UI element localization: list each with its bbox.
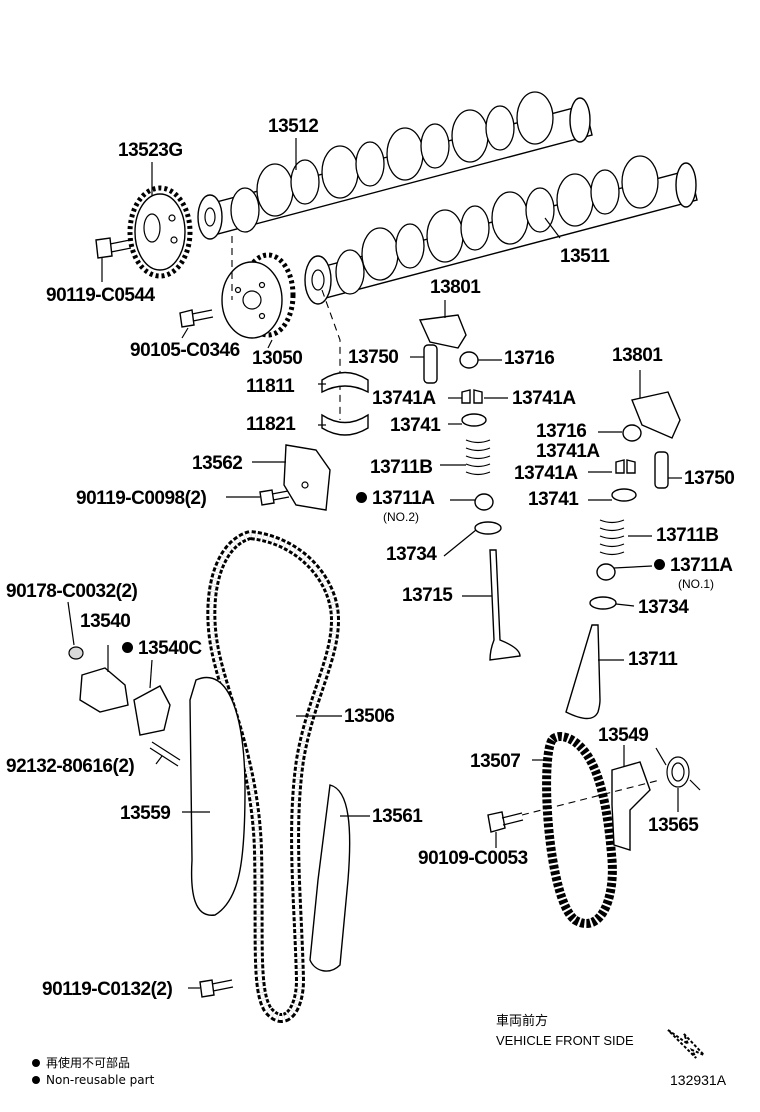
label-90178-C0032[interactable]: 90178-C0032(2) [6,581,138,602]
legend-jp: 再使用不可部品 [32,1057,130,1069]
label-13561[interactable]: 13561 [372,806,423,827]
legend-dot [32,1059,40,1067]
label-13711[interactable]: 13711 [628,649,678,670]
legend-dot [32,1076,40,1084]
label-13741A-4[interactable]: 13741A [514,463,578,484]
non-reusable-dot [356,492,367,503]
valve-13715[interactable] [489,549,521,661]
legend-en: Non-reusable part [32,1074,154,1086]
gasket-13540C[interactable] [133,685,171,736]
seal-13711A-left[interactable] [474,493,494,511]
lash-adjuster-13750-right[interactable] [654,451,669,489]
label-13750-right[interactable]: 13750 [684,468,735,489]
label-13801-left[interactable]: 13801 [430,277,481,298]
retainer-13741-right[interactable] [611,488,637,502]
label-13565[interactable]: 13565 [648,815,699,836]
label-13715[interactable]: 13715 [402,585,453,606]
bolt-90105-C0346[interactable] [179,309,214,328]
bearing-11821[interactable] [321,413,369,436]
label-11821[interactable]: 11821 [246,414,296,435]
label-13711B-right[interactable]: 13711B [656,525,719,546]
label-92132-80616[interactable]: 92132-80616(2) [6,756,135,777]
label-13507[interactable]: 13507 [470,751,521,772]
chain-slipper-13559[interactable] [189,677,246,916]
bolt-90119-C0132[interactable] [199,979,234,998]
chain-tensioner-13549[interactable] [611,761,651,851]
label-90119-C0132[interactable]: 90119-C0132(2) [42,979,173,1000]
front-label-jp: 車両前方 [496,1013,549,1028]
label-13801-right[interactable]: 13801 [612,345,663,366]
label-13716-left[interactable]: 13716 [504,348,555,369]
label-13523G[interactable]: 13523G [118,140,183,161]
washer-13734-left[interactable] [474,521,502,535]
label-13750-left[interactable]: 13750 [348,347,399,368]
non-reusable-dot [122,642,133,653]
spring-13711B-left[interactable] [465,439,491,476]
label-13711B-left[interactable]: 13711B [370,457,433,478]
sprocket-13523G[interactable] [127,185,193,279]
rocker-arm-13801-right[interactable] [631,391,681,439]
stud-92132-80616[interactable] [149,741,181,767]
retainer-13741-left[interactable] [461,413,487,427]
label-13540[interactable]: 13540 [80,611,131,632]
diagram-code: 132931A [670,1072,727,1088]
label-13716-right[interactable]: 13716 [536,421,587,442]
washer-13734-right[interactable] [589,596,617,610]
chain-guide-13562[interactable] [283,444,331,511]
front-arrow-icon [667,1029,705,1059]
label-90119-C0098[interactable]: 90119-C0098(2) [76,488,207,509]
label-13540C[interactable]: 13540C [122,639,202,658]
spring-13711B-right[interactable] [599,519,625,556]
tensioner-13540[interactable] [68,646,129,713]
label-90119-C0544[interactable]: 90119-C0544 [46,285,155,306]
front-label-en: VEHICLE FRONT SIDE [496,1033,634,1048]
pad-13716-left[interactable] [459,351,479,369]
label-13741-right[interactable]: 13741 [528,489,579,510]
label-13559[interactable]: 13559 [120,803,171,824]
label-13511[interactable]: 13511 [560,246,610,267]
camshaft-13511[interactable] [304,155,698,305]
label-13512[interactable]: 13512 [268,116,319,137]
chain-guide-13561[interactable] [309,784,351,972]
label-13711A-left[interactable]: 13711A [356,489,435,508]
label-13734-right[interactable]: 13734 [638,597,689,618]
key-13741A-right[interactable] [615,459,636,474]
bearing-11811[interactable] [321,371,369,394]
lash-adjuster-13750-left[interactable] [423,344,438,384]
bolt-90119-C0544[interactable] [95,237,132,259]
label-13549[interactable]: 13549 [598,725,649,746]
spring-13565[interactable] [655,747,701,791]
leader-lines [67,138,682,989]
seal-13711A-right[interactable] [596,563,616,581]
non-reusable-dot [654,559,665,570]
oil-pump-chain-13507[interactable] [542,732,617,928]
label-13741-left[interactable]: 13741 [390,415,441,436]
label-13741A-1[interactable]: 13741A [372,388,436,409]
label-13562[interactable]: 13562 [192,453,243,474]
bolt-90119-C0098[interactable] [259,489,290,506]
label-13506[interactable]: 13506 [344,706,395,727]
vvt-gear-13050[interactable] [221,252,296,339]
label-90109-C0053[interactable]: 90109-C0053 [418,848,528,869]
label-13741A-3[interactable]: 13741A [536,441,600,462]
pad-13716-right[interactable] [622,424,642,442]
label-13050[interactable]: 13050 [252,348,303,369]
label-13711A-right[interactable]: 13711A [654,556,733,575]
label-no1: (NO.1) [678,577,714,591]
valve-13711[interactable] [565,624,601,720]
label-11811[interactable]: 11811 [246,376,295,397]
label-no2: (NO.2) [383,510,419,524]
label-13734-left[interactable]: 13734 [386,544,437,565]
bolt-90109-C0053[interactable] [487,811,524,833]
label-13741A-2[interactable]: 13741A [512,388,576,409]
key-13741A-left[interactable] [461,389,483,404]
camshaft-13512[interactable] [197,91,593,240]
rocker-arm-13801-left[interactable] [418,314,467,349]
label-90105-C0346[interactable]: 90105-C0346 [130,340,240,361]
